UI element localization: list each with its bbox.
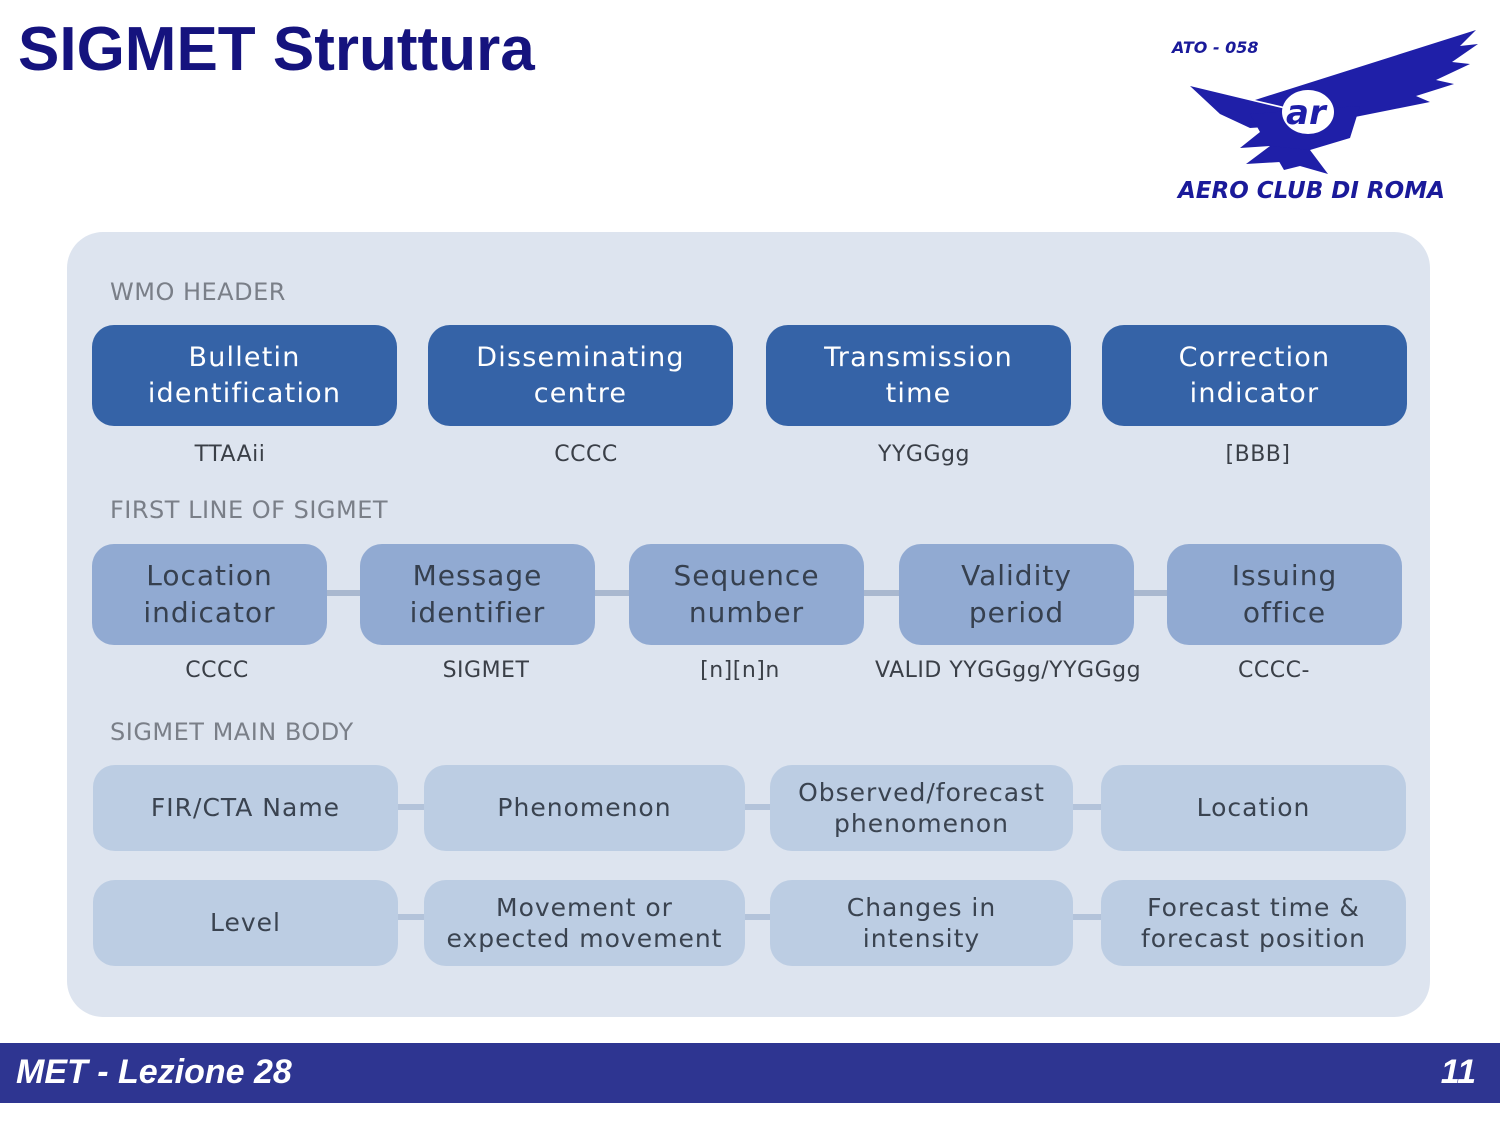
changes-intensity-box: Changes in intensity (770, 880, 1073, 966)
disseminating-centre-box: Disseminating centre (428, 325, 733, 426)
validity-period-box: Validity period (899, 544, 1134, 645)
message-code: SIGMET (442, 658, 530, 683)
eagle-icon: ar (1190, 30, 1478, 174)
phenomenon-box: Phenomenon (424, 765, 745, 851)
disseminating-code: CCCC (554, 442, 618, 467)
correction-indicator-box: Correction indicator (1102, 325, 1407, 426)
main-body-row2-connector (380, 914, 1120, 920)
message-identifier-box: Message identifier (360, 544, 595, 645)
sequence-number-box: Sequence number (629, 544, 864, 645)
forecast-time-position-box: Forecast time & forecast position (1101, 880, 1406, 966)
issuing-office-box: Issuing office (1167, 544, 1402, 645)
wmo-header-label: WMO HEADER (110, 278, 286, 306)
aero-club-logo: ar ATO - 058 AERO CLUB DI ROMA (1160, 28, 1490, 213)
main-body-row1-connector (380, 804, 1120, 810)
bulletin-identification-box: Bulletin identification (92, 325, 397, 426)
validity-code: VALID YYGGgg/YYGGgg (874, 658, 1142, 683)
location-code: CCCC (185, 658, 249, 683)
ato-code: ATO - 058 (1172, 38, 1259, 57)
sequence-code: [n][n]n (700, 658, 780, 683)
level-box: Level (93, 880, 398, 966)
transmission-time-box: Transmission time (766, 325, 1071, 426)
correction-code: [BBB] (1225, 442, 1291, 467)
club-name: AERO CLUB DI ROMA (1178, 178, 1445, 204)
location-indicator-box: Location indicator (92, 544, 327, 645)
footer-bar: MET - Lezione 28 11 (0, 1043, 1500, 1103)
location-box: Location (1101, 765, 1406, 851)
first-line-label: FIRST LINE OF SIGMET (110, 496, 389, 524)
movement-box: Movement or expected movement (424, 880, 745, 966)
lesson-title: MET - Lezione 28 (16, 1053, 292, 1091)
svg-text:ar: ar (1286, 93, 1328, 133)
issuing-code: CCCC- (1238, 658, 1310, 683)
main-body-label: SIGMET MAIN BODY (110, 718, 354, 746)
observed-forecast-box: Observed/forecast phenomenon (770, 765, 1073, 851)
page-title: SIGMET Struttura (18, 15, 535, 84)
transmission-code: YYGGgg (878, 442, 970, 467)
page-number: 11 (1440, 1053, 1476, 1091)
fir-cta-name-box: FIR/CTA Name (93, 765, 398, 851)
bulletin-code: TTAAii (194, 442, 266, 467)
